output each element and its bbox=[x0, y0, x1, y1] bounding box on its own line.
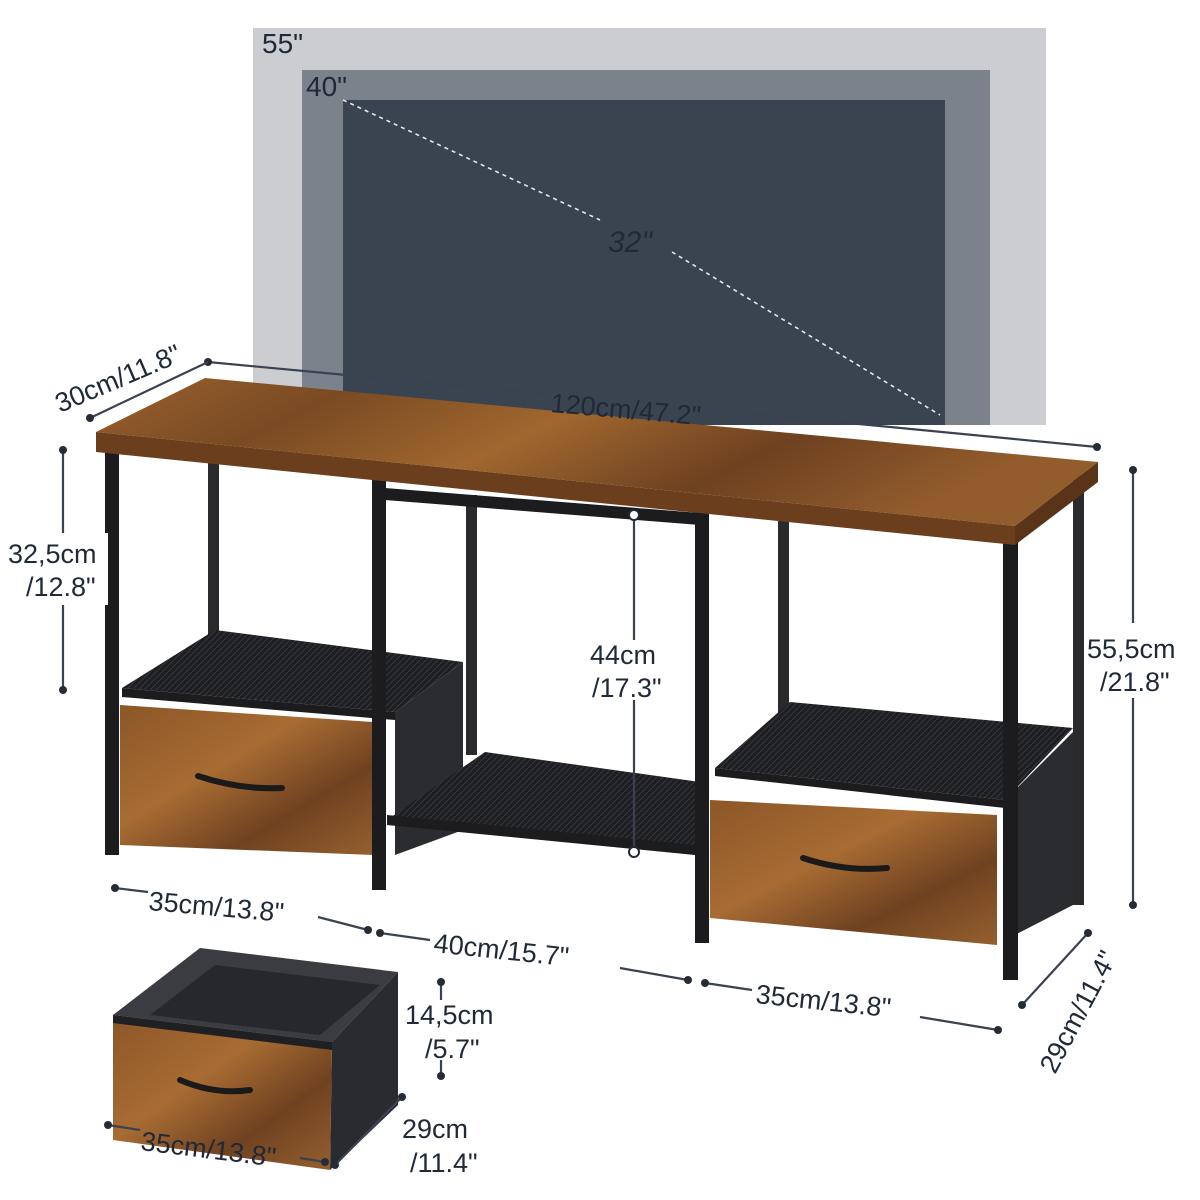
dim-line-right-width bbox=[704, 981, 753, 992]
tv-40-label: 40" bbox=[306, 71, 347, 102]
drawer-handle bbox=[177, 1077, 253, 1095]
dim-dot bbox=[437, 1072, 445, 1080]
front-leg bbox=[372, 470, 386, 890]
tv-stand bbox=[96, 378, 1098, 980]
dim-line-width bbox=[744, 411, 1098, 449]
dim-dot bbox=[437, 978, 445, 986]
dim-dot bbox=[701, 979, 709, 987]
dim-line-base-depth bbox=[1021, 932, 1089, 1006]
drawer-depth-label-line1: 29cm bbox=[402, 1114, 468, 1144]
front-leg bbox=[105, 440, 119, 855]
dim-dot bbox=[628, 846, 640, 858]
drawer-height-label-line1: 14,5cm bbox=[405, 1000, 494, 1030]
base-depth-label: 29cm/11.4" bbox=[1034, 946, 1123, 1078]
back-leg bbox=[1073, 475, 1084, 905]
dim-dot bbox=[684, 976, 692, 984]
dim-line-right-width bbox=[919, 1015, 999, 1032]
dim-dot bbox=[331, 1161, 339, 1169]
dim-dot bbox=[1093, 443, 1101, 451]
middle-shelf-frame bbox=[387, 815, 695, 855]
drawer-rim bbox=[113, 1015, 332, 1050]
dim-dot bbox=[86, 414, 94, 422]
dim-line-drawer-depth bbox=[334, 1096, 403, 1166]
right-drawer-side bbox=[1005, 732, 1073, 940]
drawer-detail: 14,5cm /5.7" 35cm/13.8" 29cm /11.4" bbox=[104, 948, 494, 1178]
tv-size-guide: 55" 40" 32" bbox=[253, 28, 1046, 425]
middle-rear-rail bbox=[385, 488, 700, 525]
front-leg bbox=[1003, 540, 1018, 980]
left-drawer-handle bbox=[195, 773, 285, 792]
middle-width-label: 40cm/15.7" bbox=[432, 928, 570, 972]
top-board-surface bbox=[96, 378, 1098, 526]
back-leg bbox=[466, 495, 477, 755]
right-shelf-frame bbox=[715, 768, 1005, 808]
dim-dot bbox=[111, 884, 119, 892]
front-leg bbox=[695, 505, 709, 943]
top-board-edge bbox=[96, 432, 1015, 545]
dim-line-drawer-width bbox=[107, 1123, 141, 1132]
dim-line-middle-width bbox=[619, 966, 689, 982]
top-board-end bbox=[1015, 462, 1098, 545]
right-drawer-handle bbox=[800, 855, 890, 872]
dim-line-drawer-width bbox=[299, 1156, 326, 1164]
dim-line-width bbox=[207, 360, 549, 396]
dim-dot bbox=[1129, 466, 1137, 474]
total-height-label-line2: /21.8" bbox=[1100, 667, 1170, 697]
tv-32-screen bbox=[343, 100, 945, 425]
tv-32-label: 32" bbox=[608, 226, 653, 259]
dim-dot bbox=[59, 686, 67, 694]
left-shelf-frame bbox=[122, 688, 395, 720]
right-width-label: 35cm/13.8" bbox=[754, 979, 892, 1023]
dim-dot bbox=[994, 1026, 1002, 1034]
dim-dot bbox=[1129, 901, 1137, 909]
dim-line-middle-width bbox=[379, 931, 431, 942]
right-drawer-front bbox=[710, 800, 997, 945]
dim-dot bbox=[398, 1093, 406, 1101]
dim-dot bbox=[104, 1121, 112, 1129]
dim-line-depth-top bbox=[89, 361, 209, 419]
dim-dot bbox=[364, 926, 372, 934]
top-clearance-label-line1: 32,5cm bbox=[8, 539, 97, 569]
dim-dot bbox=[1018, 1001, 1026, 1009]
top-clearance-label-line2: /12.8" bbox=[26, 572, 96, 602]
tv-55-label: 55" bbox=[262, 28, 303, 59]
middle-height-label-line1: 44cm bbox=[590, 640, 656, 670]
dim-dot bbox=[321, 1158, 329, 1166]
dim-line-left-width bbox=[114, 886, 149, 894]
right-upper-shelf bbox=[715, 702, 1073, 800]
dim-line-left-width bbox=[317, 915, 369, 932]
dim-dot bbox=[376, 929, 384, 937]
left-width-label: 35cm/13.8" bbox=[147, 886, 285, 928]
dim-dot bbox=[59, 446, 67, 454]
middle-height-label-line2: /17.3" bbox=[592, 673, 662, 703]
left-drawer-front bbox=[120, 705, 373, 855]
drawer-side-panel bbox=[330, 972, 398, 1170]
back-leg bbox=[778, 515, 789, 715]
dim-dot bbox=[628, 509, 640, 521]
total-height-label-line1: 55,5cm bbox=[1087, 634, 1176, 664]
drawer-depth-label-line2: /11.4" bbox=[410, 1148, 478, 1178]
drawer-height-label-line2: /5.7" bbox=[425, 1034, 480, 1064]
back-leg bbox=[208, 460, 219, 640]
drawer-inner-floor bbox=[150, 965, 380, 1035]
dim-dot bbox=[1084, 929, 1092, 937]
